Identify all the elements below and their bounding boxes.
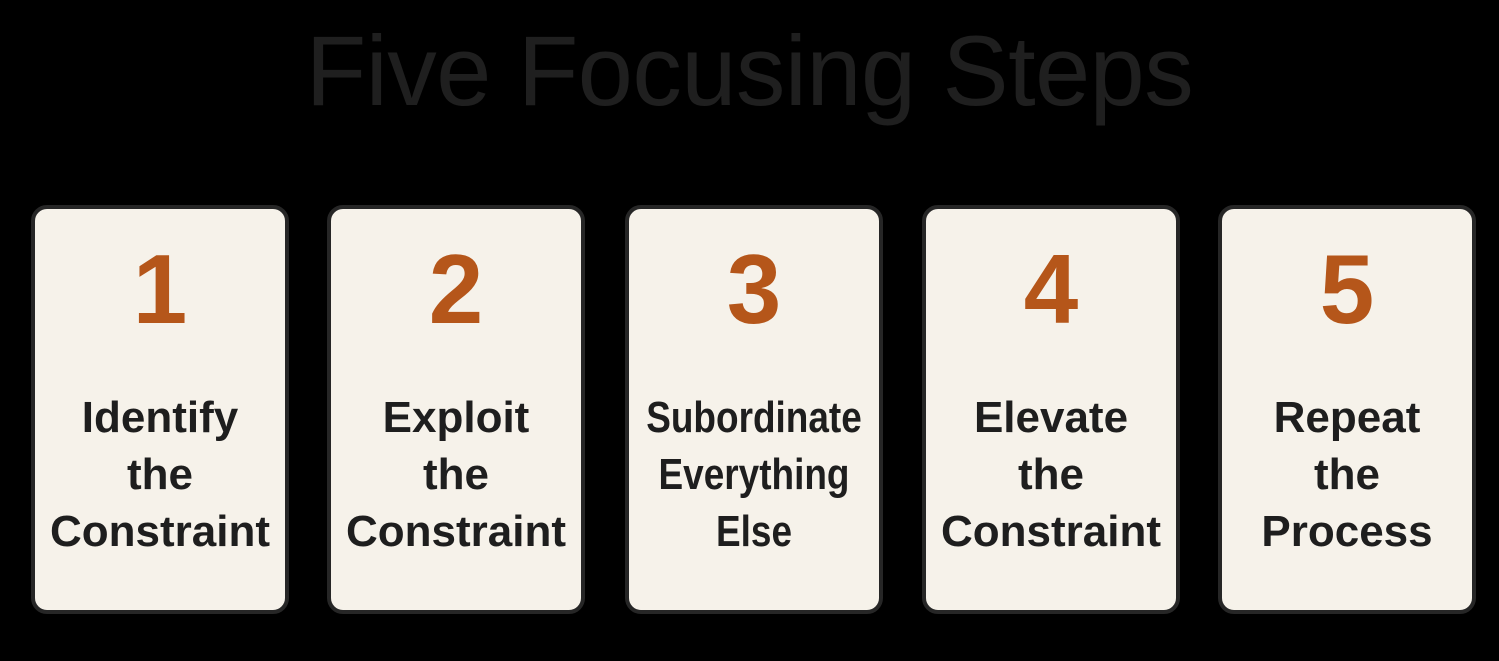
step-label-line: Identify: [81, 393, 239, 442]
step-label-line: the: [1018, 450, 1084, 499]
step-label-line: Constraint: [941, 507, 1161, 556]
step-card-2: 2 Exploit the Constraint: [327, 205, 585, 614]
step-label: Elevate the Constraint: [916, 389, 1186, 560]
step-label: Repeat the Process: [1212, 389, 1482, 560]
step-label-line: the: [127, 450, 193, 499]
step-label-line: Process: [1261, 507, 1433, 556]
step-label-line: Everything: [658, 450, 850, 499]
step-label-line: Elevate: [973, 393, 1129, 442]
diagram-title: Five Focusing Steps: [305, 15, 1194, 126]
step-number: 1: [132, 234, 188, 344]
step-label: Exploit the Constraint: [321, 389, 591, 560]
step-label-line: Repeat: [1273, 393, 1421, 442]
step-number: 4: [1023, 234, 1079, 344]
step-card-4: 4 Elevate the Constraint: [922, 205, 1180, 614]
step-card-3: 3 Subordinate Everything Else: [625, 205, 883, 614]
step-label: Subordinate Everything Else: [619, 389, 889, 560]
step-label-line: Exploit: [382, 393, 530, 442]
step-label-line: Constraint: [346, 507, 566, 556]
step-label-line: Subordinate: [646, 393, 862, 442]
step-number: 2: [428, 234, 484, 344]
step-label-line: Constraint: [50, 507, 270, 556]
step-label-line: the: [1314, 450, 1380, 499]
step-number: 3: [726, 234, 782, 344]
step-number: 5: [1319, 234, 1375, 344]
step-card-5: 5 Repeat the Process: [1218, 205, 1476, 614]
step-label-line: Else: [715, 507, 793, 556]
step-label: Identify the Constraint: [25, 389, 295, 560]
step-label-line: the: [423, 450, 489, 499]
step-card-1: 1 Identify the Constraint: [31, 205, 289, 614]
